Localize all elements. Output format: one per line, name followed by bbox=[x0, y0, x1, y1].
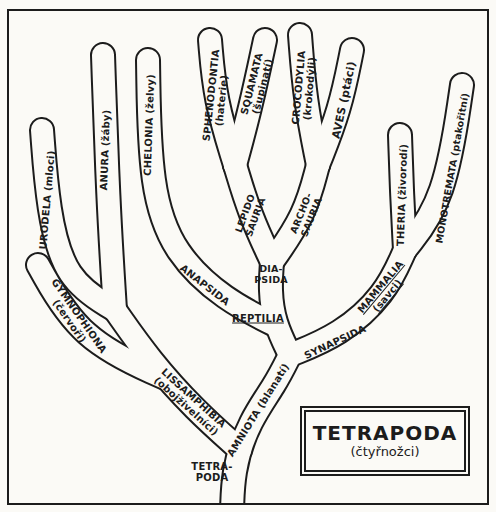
taxon-label: DIA- PSIDA bbox=[254, 263, 288, 285]
taxon-label: REPTILIA bbox=[232, 313, 284, 324]
frame bbox=[8, 10, 488, 504]
branch-fill bbox=[115, 310, 240, 450]
title-box: TETRAPODA(čtyřnožci) bbox=[300, 406, 470, 476]
branch-outline bbox=[115, 310, 240, 450]
taxon-label: ARCHO- SAURIA bbox=[288, 190, 325, 239]
box-heading: TETRAPODA bbox=[313, 422, 458, 444]
taxon-label: TETRA- PODA bbox=[190, 461, 234, 483]
branch-fill bbox=[38, 265, 165, 378]
box-subheading: (čtyřnožci) bbox=[351, 444, 420, 460]
tree bbox=[38, 35, 462, 503]
taxon-label: AMNIOTA (blanatí) bbox=[225, 362, 291, 459]
taxon-label: LISSAMPHIBIA (obojživelníci) bbox=[148, 363, 231, 441]
